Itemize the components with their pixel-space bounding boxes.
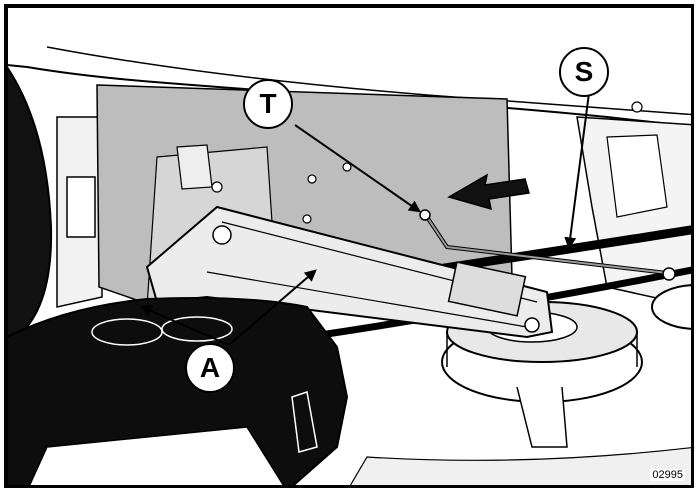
right-bracket <box>606 134 668 218</box>
spring-end-hook <box>662 267 676 281</box>
arm-link <box>447 261 527 317</box>
spring-rod-inner <box>426 216 668 274</box>
callout-a: A <box>185 343 235 393</box>
plate-bolt-4 <box>302 214 312 224</box>
plate-tab <box>176 144 213 190</box>
plate-bolt-1 <box>211 181 223 193</box>
plate-bolt-3 <box>342 162 352 172</box>
upper-housing-edge <box>46 46 691 116</box>
floor-shadow <box>349 447 691 485</box>
right-bolt <box>631 101 643 113</box>
deck-spindle-1 <box>91 318 163 346</box>
leader-s <box>564 92 590 250</box>
figure-frame: T S A 02995 <box>4 4 694 488</box>
direction-arrow <box>447 173 530 211</box>
idler-arm-rib-2 <box>206 271 528 328</box>
spring-rod-tip <box>419 209 431 221</box>
mower-deck <box>7 297 349 485</box>
figure-number: 02995 <box>650 469 685 481</box>
callout-t: T <box>243 79 293 129</box>
left-spring <box>66 176 96 238</box>
deck-spindle-2 <box>161 316 233 342</box>
left-tire <box>7 65 53 344</box>
plate-bolt-2 <box>307 174 317 184</box>
pulley-shaft <box>516 386 568 448</box>
deck-cutout <box>291 391 318 453</box>
leader-a-2 <box>139 305 230 346</box>
callout-s: S <box>559 47 609 97</box>
leader-t <box>294 124 421 213</box>
mower-deck-illustration <box>7 7 691 485</box>
arm-end-bolt <box>524 317 540 333</box>
leader-a-1 <box>228 269 317 346</box>
idler-pulley-side <box>446 332 638 367</box>
arm-pivot <box>212 225 232 245</box>
deck-plate <box>28 426 285 485</box>
right-pulley <box>651 284 691 330</box>
